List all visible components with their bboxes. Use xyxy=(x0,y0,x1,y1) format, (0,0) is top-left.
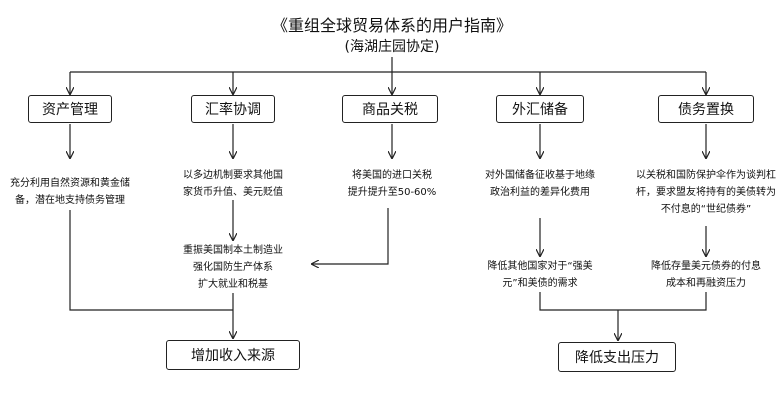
desc-line: 家货币升值、美元贬值 xyxy=(183,187,283,198)
desc-line: 对外国储备征收基于地缘 xyxy=(485,170,595,181)
category-label: 外汇储备 xyxy=(512,102,568,118)
category-label: 债务置换 xyxy=(678,102,734,118)
effect-line: 元”和美债的需求 xyxy=(502,278,578,289)
effect-line: 强化国防生产体系 xyxy=(193,262,273,273)
category-label: 资产管理 xyxy=(42,102,98,118)
desc-asset-management: 充分利用自然资源和黄金储 备，潜在地支持债务管理 xyxy=(0,175,140,209)
effect-reshore-manufacturing: 重振美国制本土制造业 强化国防生产体系 扩大就业和税基 xyxy=(168,242,298,293)
effect-line: 降低其他国家对于“强美 xyxy=(487,261,593,272)
category-box-debt-swap: 债务置换 xyxy=(658,95,754,123)
desc-line: 将美国的进口关税 xyxy=(352,170,432,181)
effect-reduce-interest-cost: 降低存量美元债券的付息 成本和再融资压力 xyxy=(636,258,776,292)
diagram-title: 《重组全球贸易体系的用户指南》 xyxy=(271,16,512,35)
desc-line: 充分利用自然资源和黄金储 xyxy=(10,178,130,189)
desc-exchange-rate: 以多边机制要求其他国 家货币升值、美元贬值 xyxy=(168,167,298,201)
outcome-label: 增加收入来源 xyxy=(191,348,275,364)
desc-line: 不付息的“世纪债券” xyxy=(660,204,752,215)
effect-line: 成本和再融资压力 xyxy=(666,278,746,289)
effect-line: 重振美国制本土制造业 xyxy=(183,245,283,256)
outcome-reduce-spending: 降低支出压力 xyxy=(558,342,676,372)
desc-line: 政治利益的差异化费用 xyxy=(490,187,590,198)
desc-tariffs: 将美国的进口关税 提升提升至50-60% xyxy=(322,167,462,201)
outcome-increase-revenue: 增加收入来源 xyxy=(166,340,300,370)
desc-line: 以多边机制要求其他国 xyxy=(183,170,283,181)
desc-debt-swap: 以关税和国防保护伞作为谈判杠 杆，要求盟友将持有的美债转为 不付息的“世纪债券” xyxy=(630,167,782,218)
effect-line: 扩大就业和税基 xyxy=(198,279,268,290)
outcome-label: 降低支出压力 xyxy=(575,350,659,366)
category-label: 汇率协调 xyxy=(205,102,261,118)
diagram-subtitle: (海湖庄园协定) xyxy=(344,39,440,55)
category-box-tariffs: 商品关税 xyxy=(342,95,438,123)
desc-fx-reserves: 对外国储备征收基于地缘 政治利益的差异化费用 xyxy=(470,167,610,201)
desc-line: 备，潜在地支持债务管理 xyxy=(15,195,125,206)
category-box-asset-management: 资产管理 xyxy=(28,95,112,123)
category-label: 商品关税 xyxy=(362,102,418,118)
desc-line: 以关税和国防保护伞作为谈判杠 xyxy=(636,170,776,181)
desc-line: 提升提升至50-60% xyxy=(347,187,437,198)
effect-reduce-dollar-demand: 降低其他国家对于“强美 元”和美债的需求 xyxy=(470,258,610,292)
category-box-fx-reserves: 外汇储备 xyxy=(496,95,584,123)
category-box-exchange-rate: 汇率协调 xyxy=(191,95,275,123)
desc-line: 杆，要求盟友将持有的美债转为 xyxy=(636,187,776,198)
effect-line: 降低存量美元债券的付息 xyxy=(651,261,761,272)
